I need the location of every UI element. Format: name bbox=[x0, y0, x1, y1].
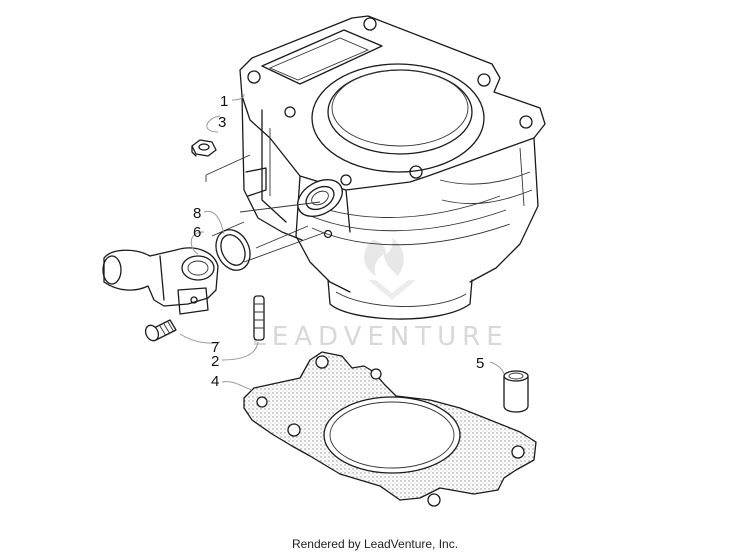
dowel-pin bbox=[253, 295, 265, 341]
base-gasket bbox=[243, 351, 537, 507]
callout-4: 4 bbox=[211, 373, 219, 390]
callout-1: 1 bbox=[220, 93, 228, 110]
assembly-lines bbox=[205, 154, 327, 263]
cap-screw bbox=[144, 319, 177, 342]
rendered-by-footer: Rendered by LeadVenture, Inc. bbox=[291, 537, 459, 551]
callout-5: 5 bbox=[476, 355, 484, 372]
callouts: 1 3 8 6 7 2 4 5 bbox=[193, 93, 484, 390]
callout-8: 8 bbox=[193, 205, 201, 222]
bushing bbox=[503, 370, 529, 413]
leadventure-flame-logo bbox=[364, 238, 416, 300]
callout-3: 3 bbox=[218, 114, 226, 131]
watermark: LEADVENTURE bbox=[251, 238, 508, 352]
leader-lines bbox=[179, 93, 505, 391]
o-ring bbox=[215, 229, 251, 271]
cylinder-block bbox=[239, 15, 546, 320]
callout-2: 2 bbox=[211, 353, 219, 370]
callout-7: 7 bbox=[211, 339, 219, 356]
flange-nut bbox=[191, 139, 217, 157]
watermark-text: LEADVENTURE bbox=[251, 322, 508, 352]
callout-6: 6 bbox=[193, 224, 201, 241]
coolant-elbow bbox=[102, 247, 219, 315]
